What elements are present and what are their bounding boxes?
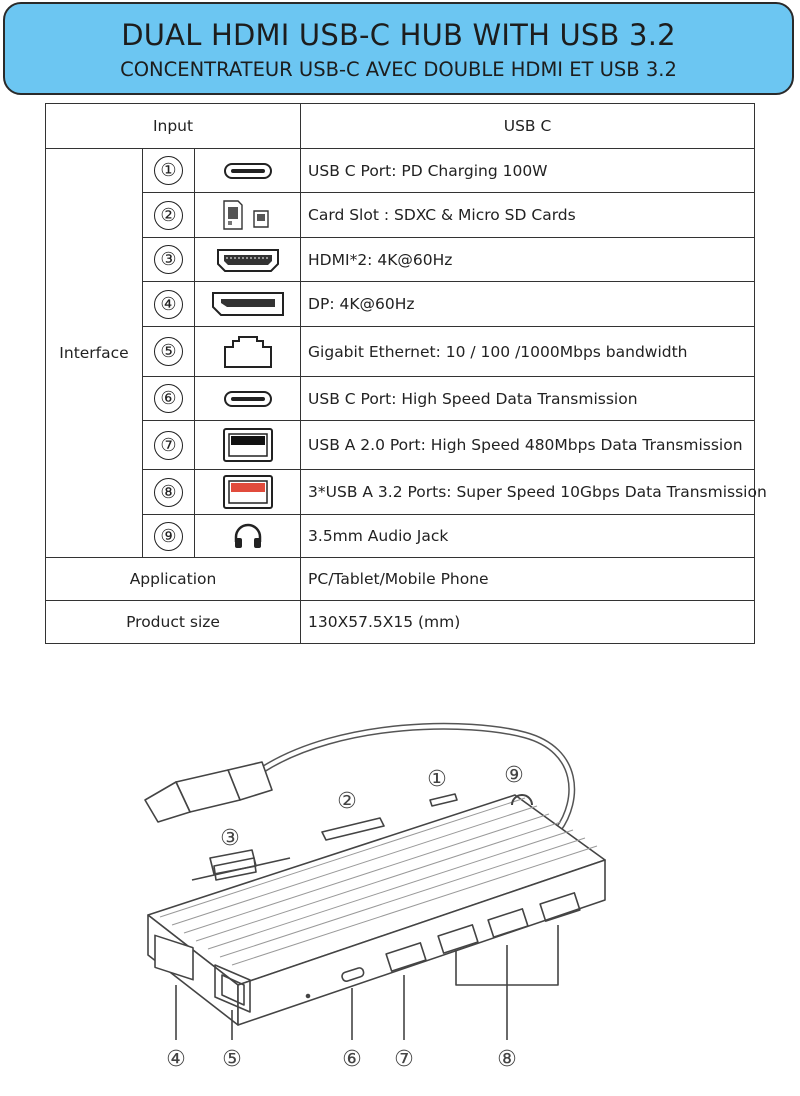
callout-6: ⑥ [342, 1047, 362, 1072]
headphone-icon [193, 514, 302, 558]
row-description: USB C Port: PD Charging 100W [300, 148, 756, 193]
sd-card-icon [193, 192, 302, 238]
row-number: ⑥ [154, 384, 183, 413]
table-row: ⑨ 3.5mm Audio Jack [46, 514, 756, 558]
input-value: USB C [300, 103, 756, 149]
usb-a-2-port-icon [193, 420, 302, 470]
spec-table: Input USB C Interface ① USB C Port: PD C… [44, 103, 767, 644]
row-number: ③ [154, 245, 183, 274]
table-row: Interface ① USB C Port: PD Charging 100W [45, 148, 756, 558]
application-row: Application PC/Tablet/Mobile Phone [44, 557, 756, 601]
interface-label: Interface [45, 148, 143, 558]
callout-9: ⑨ [504, 763, 524, 788]
hdmi-port-icon [193, 237, 302, 282]
callout-1: ① [427, 767, 447, 792]
table-row: ⑥ USB C Port: High Speed Data Transmissi… [46, 376, 756, 421]
usb-c-port-icon [193, 376, 302, 421]
row-number: ② [154, 200, 183, 230]
row-number: ① [154, 156, 183, 185]
row-description: Card Slot : SDXC & Micro SD Cards [300, 192, 756, 238]
table-row: ④ DP: 4K@60Hz [46, 281, 756, 327]
row-number: ⑧ [154, 477, 183, 507]
application-value: PC/Tablet/Mobile Phone [300, 557, 756, 601]
row-description: 3.5mm Audio Jack [300, 514, 756, 558]
callout-5: ⑤ [222, 1047, 242, 1072]
usb-a-3-port-icon [193, 469, 302, 515]
row-description: HDMI*2: 4K@60Hz [300, 237, 756, 282]
application-label: Application [44, 557, 302, 601]
row-description: USB C Port: High Speed Data Transmission [300, 376, 756, 421]
hub-illustration: ① ② ③ ④ ⑤ ⑥ ⑦ ⑧ ⑨ [144, 722, 606, 1072]
usb-c-port-icon [193, 148, 302, 193]
callout-4: ④ [166, 1047, 186, 1072]
row-number: ⑤ [154, 337, 183, 366]
input-row: Input USB C [44, 103, 756, 149]
row-description: DP: 4K@60Hz [300, 281, 756, 327]
table-row: ② Card Slot : SDXC & Micro SD Cards [46, 192, 756, 238]
displayport-icon [193, 281, 302, 327]
callout-7: ⑦ [394, 1047, 414, 1072]
ethernet-port-icon [193, 326, 302, 377]
size-row: Product size 130X57.5X15 (mm) [44, 600, 756, 644]
table-row: ⑦ USB A 2.0 Port: High Speed 480Mbps Dat… [46, 420, 756, 470]
table-row: ⑤ Gigabit Ethernet: 10 / 100 /1000Mbps b… [46, 326, 756, 377]
row-number: ④ [154, 289, 183, 319]
table-row: ③ HDMI*2: 4K@60Hz [46, 237, 756, 282]
row-description: 3*USB A 3.2 Ports: Super Speed 10Gbps Da… [300, 469, 767, 515]
title-english: DUAL HDMI USB-C HUB WITH USB 3.2 [121, 18, 676, 52]
table-row: ⑧ 3*USB A 3.2 Ports: Super Speed 10Gbps … [46, 469, 767, 515]
size-value: 130X57.5X15 (mm) [300, 600, 756, 644]
title-french: CONCENTRATEUR USB-C AVEC DOUBLE HDMI ET … [120, 58, 677, 81]
title-banner: DUAL HDMI USB-C HUB WITH USB 3.2 CONCENT… [3, 2, 794, 95]
size-label: Product size [44, 600, 302, 644]
row-description: USB A 2.0 Port: High Speed 480Mbps Data … [300, 420, 756, 470]
row-description: Gigabit Ethernet: 10 / 100 /1000Mbps ban… [300, 326, 756, 377]
callout-2: ② [337, 789, 357, 814]
row-number: ⑨ [154, 521, 183, 551]
row-number: ⑦ [154, 430, 183, 460]
callout-8: ⑧ [497, 1047, 517, 1072]
input-label: Input [44, 103, 302, 149]
callout-3: ③ [220, 826, 240, 851]
